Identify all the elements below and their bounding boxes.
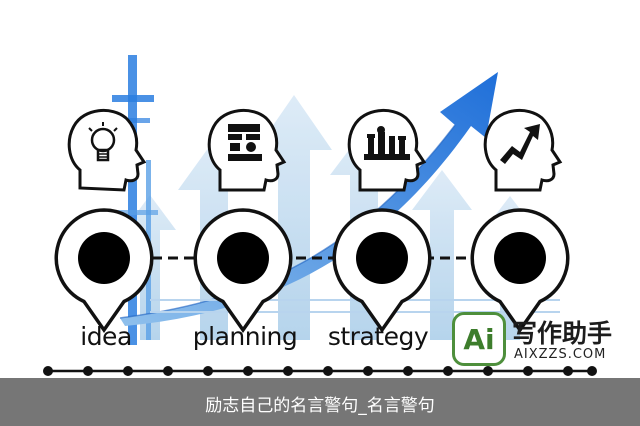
- watermark: Ai 写作助手 AIXZZS.COM: [452, 312, 632, 366]
- rising-arrow-head-icon: [483, 108, 563, 192]
- lightbulb-head-icon: [67, 108, 147, 192]
- background-arrows: [124, 95, 536, 340]
- caption-bar: [0, 378, 640, 426]
- pin-1: [54, 208, 154, 334]
- pin-3: [332, 208, 432, 334]
- caption-text: 励志自己的名言警句_名言警句: [205, 396, 435, 416]
- watermark-logo-icon: Ai: [452, 312, 506, 366]
- pin-4: [470, 208, 570, 334]
- schedule-head-icon: [207, 108, 287, 192]
- watermark-logo-text: Ai: [463, 323, 495, 356]
- step-label-planning: planning: [192, 322, 298, 351]
- step-label-idea: idea: [80, 322, 132, 351]
- watermark-title: 写作助手: [512, 319, 613, 348]
- pin-2: [193, 208, 293, 334]
- timeline: [43, 366, 597, 376]
- chess-head-icon: [347, 108, 427, 192]
- step-label-strategy: strategy: [327, 322, 429, 351]
- watermark-subtitle: AIXZZS.COM: [514, 347, 607, 362]
